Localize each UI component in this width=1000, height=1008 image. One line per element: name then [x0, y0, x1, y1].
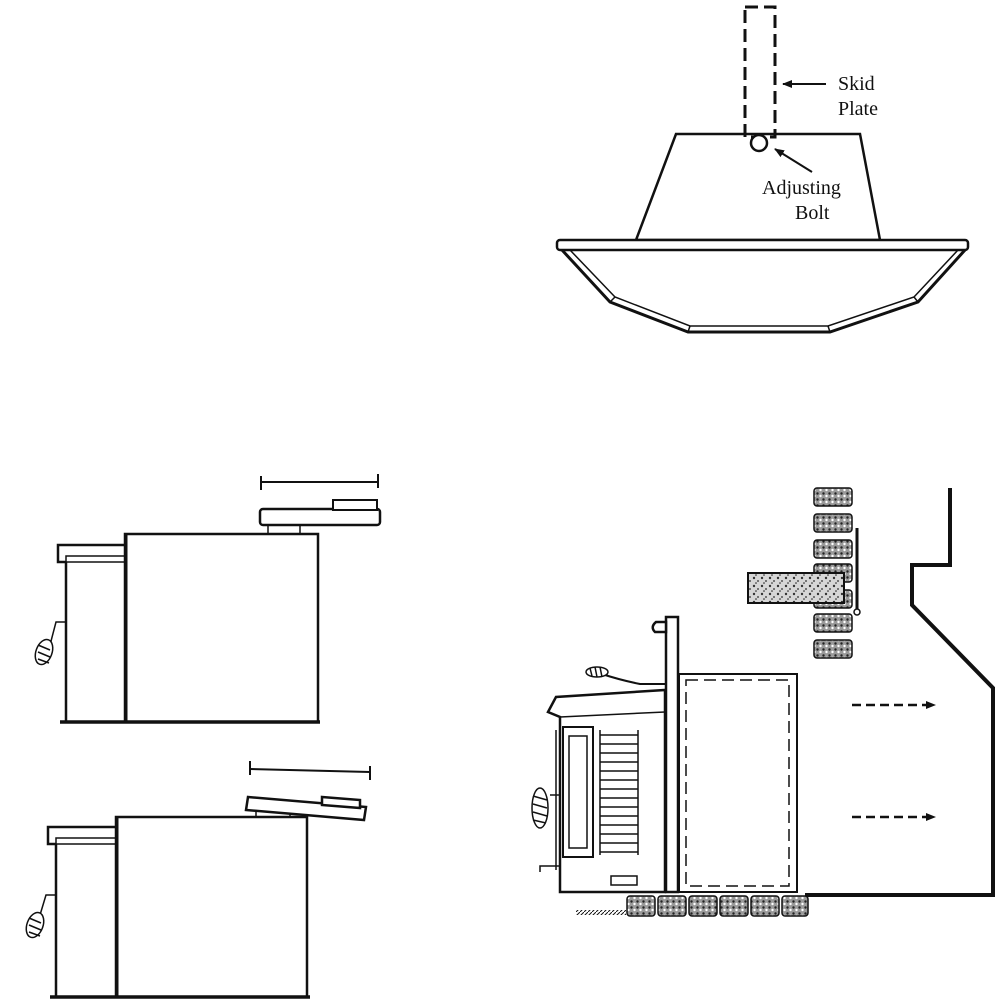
stove-front-section: [58, 545, 126, 722]
door-handle: [32, 622, 66, 667]
fireplace-cross-section: [532, 488, 993, 916]
dimension-line: [261, 474, 378, 490]
surround-panel: [666, 617, 678, 892]
hearth-rail: [557, 240, 968, 250]
adjusting-bolt-label-1: Adjusting: [762, 177, 841, 199]
stove-side-view-level: [32, 474, 380, 722]
stove-door: [563, 727, 593, 857]
adjusting-bolt-label-2: Bolt: [795, 202, 830, 224]
skid-plate-level: [260, 509, 380, 525]
hearth-pan: [562, 250, 965, 332]
stove-front-section-2: [48, 827, 117, 997]
skid-plate-detail: Skid Plate Adjusting Bolt: [557, 7, 968, 332]
insert-firebox: [679, 674, 797, 892]
power-cord: [602, 674, 666, 684]
door-handle-2: [23, 895, 56, 940]
stove-side-view-tilted: [23, 761, 370, 997]
hearth-bricks: [576, 896, 808, 916]
stone-lintel: [748, 573, 844, 603]
stove-main-body: [125, 534, 318, 722]
adjusting-bolt-arrow: [775, 149, 812, 172]
skid-plate-label-2: Plate: [838, 98, 878, 120]
dimension-line-2: [250, 761, 370, 780]
skid-plate-label-1: Skid: [838, 73, 875, 95]
skid-plate: [745, 7, 775, 137]
adjusting-bolt: [751, 135, 767, 151]
stove-main-body-2: [116, 817, 307, 997]
